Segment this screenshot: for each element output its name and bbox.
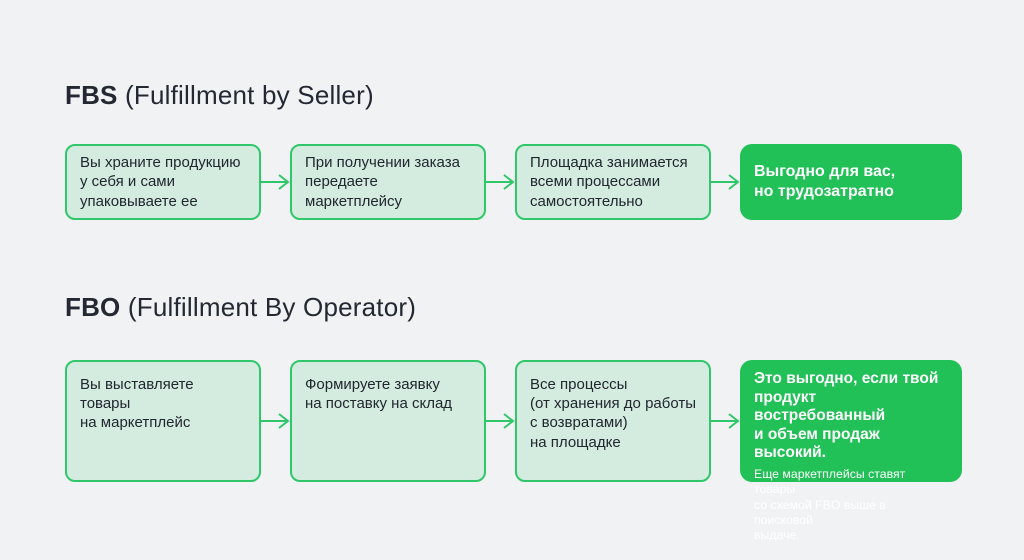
section-fbs: FBS (Fulfillment by Seller) Вы храните п… (65, 80, 962, 220)
fbs-step-2-label: При получении заказа передаете маркетпле… (305, 154, 460, 210)
fbs-step-2: При получении заказа передаете маркетпле… (290, 144, 486, 220)
fbs-result-title: Выгодно для вас, но трудозатратно (754, 162, 896, 200)
flow-arrow-icon (711, 174, 740, 190)
section-title-fbs: FBS (Fulfillment by Seller) (65, 80, 962, 110)
fbs-step-3-label: Площадка занимается всеми процессами сам… (530, 154, 688, 210)
fbs-result-box: Выгодно для вас, но трудозатратно (740, 144, 962, 220)
section-fbo: FBO (Fulfillment By Operator) Вы выставл… (65, 292, 962, 542)
flow-arrow-icon (261, 174, 290, 190)
fbo-step-1-label: Вы выставляете товары на маркетплейс (80, 376, 194, 432)
section-title-fbo-full: (Fulfillment By Operator) (120, 292, 417, 322)
flow-arrow-icon (261, 413, 290, 429)
section-title-fbo: FBO (Fulfillment By Operator) (65, 292, 962, 322)
fbs-flow-row: Вы храните продукцию у себя и сами упако… (65, 144, 962, 220)
fbo-step-3-label: Все процессы (от хранения до работы с во… (530, 376, 697, 451)
fbo-result-note: Еще маркетплейсы ставят товары со схемой… (754, 466, 906, 543)
fbo-step-3: Все процессы (от хранения до работы с во… (515, 360, 711, 482)
fbs-step-1-label: Вы храните продукцию у себя и сами упако… (80, 154, 241, 210)
flow-arrow-icon (711, 413, 740, 429)
fbo-step-2-label: Формируете заявку на поставку на склад (305, 376, 453, 413)
fbo-result-box: Это выгодно, если твой продукт востребов… (740, 360, 962, 542)
fbo-result-title: Это выгодно, если твой продукт востребов… (754, 370, 939, 462)
section-title-fbo-abbr: FBO (65, 292, 121, 322)
fbs-step-3: Площадка занимается всеми процессами сам… (515, 144, 711, 220)
fbo-step-1: Вы выставляете товары на маркетплейс (65, 360, 261, 482)
fbs-step-1: Вы храните продукцию у себя и сами упако… (65, 144, 261, 220)
section-title-fbs-abbr: FBS (65, 80, 118, 110)
fbo-step-2: Формируете заявку на поставку на склад (290, 360, 486, 482)
fbo-flow-row: Вы выставляете товары на маркетплейс Фор… (65, 360, 962, 542)
section-title-fbs-full: (Fulfillment by Seller) (117, 80, 374, 110)
flow-arrow-icon (486, 413, 515, 429)
flow-arrow-icon (486, 174, 515, 190)
